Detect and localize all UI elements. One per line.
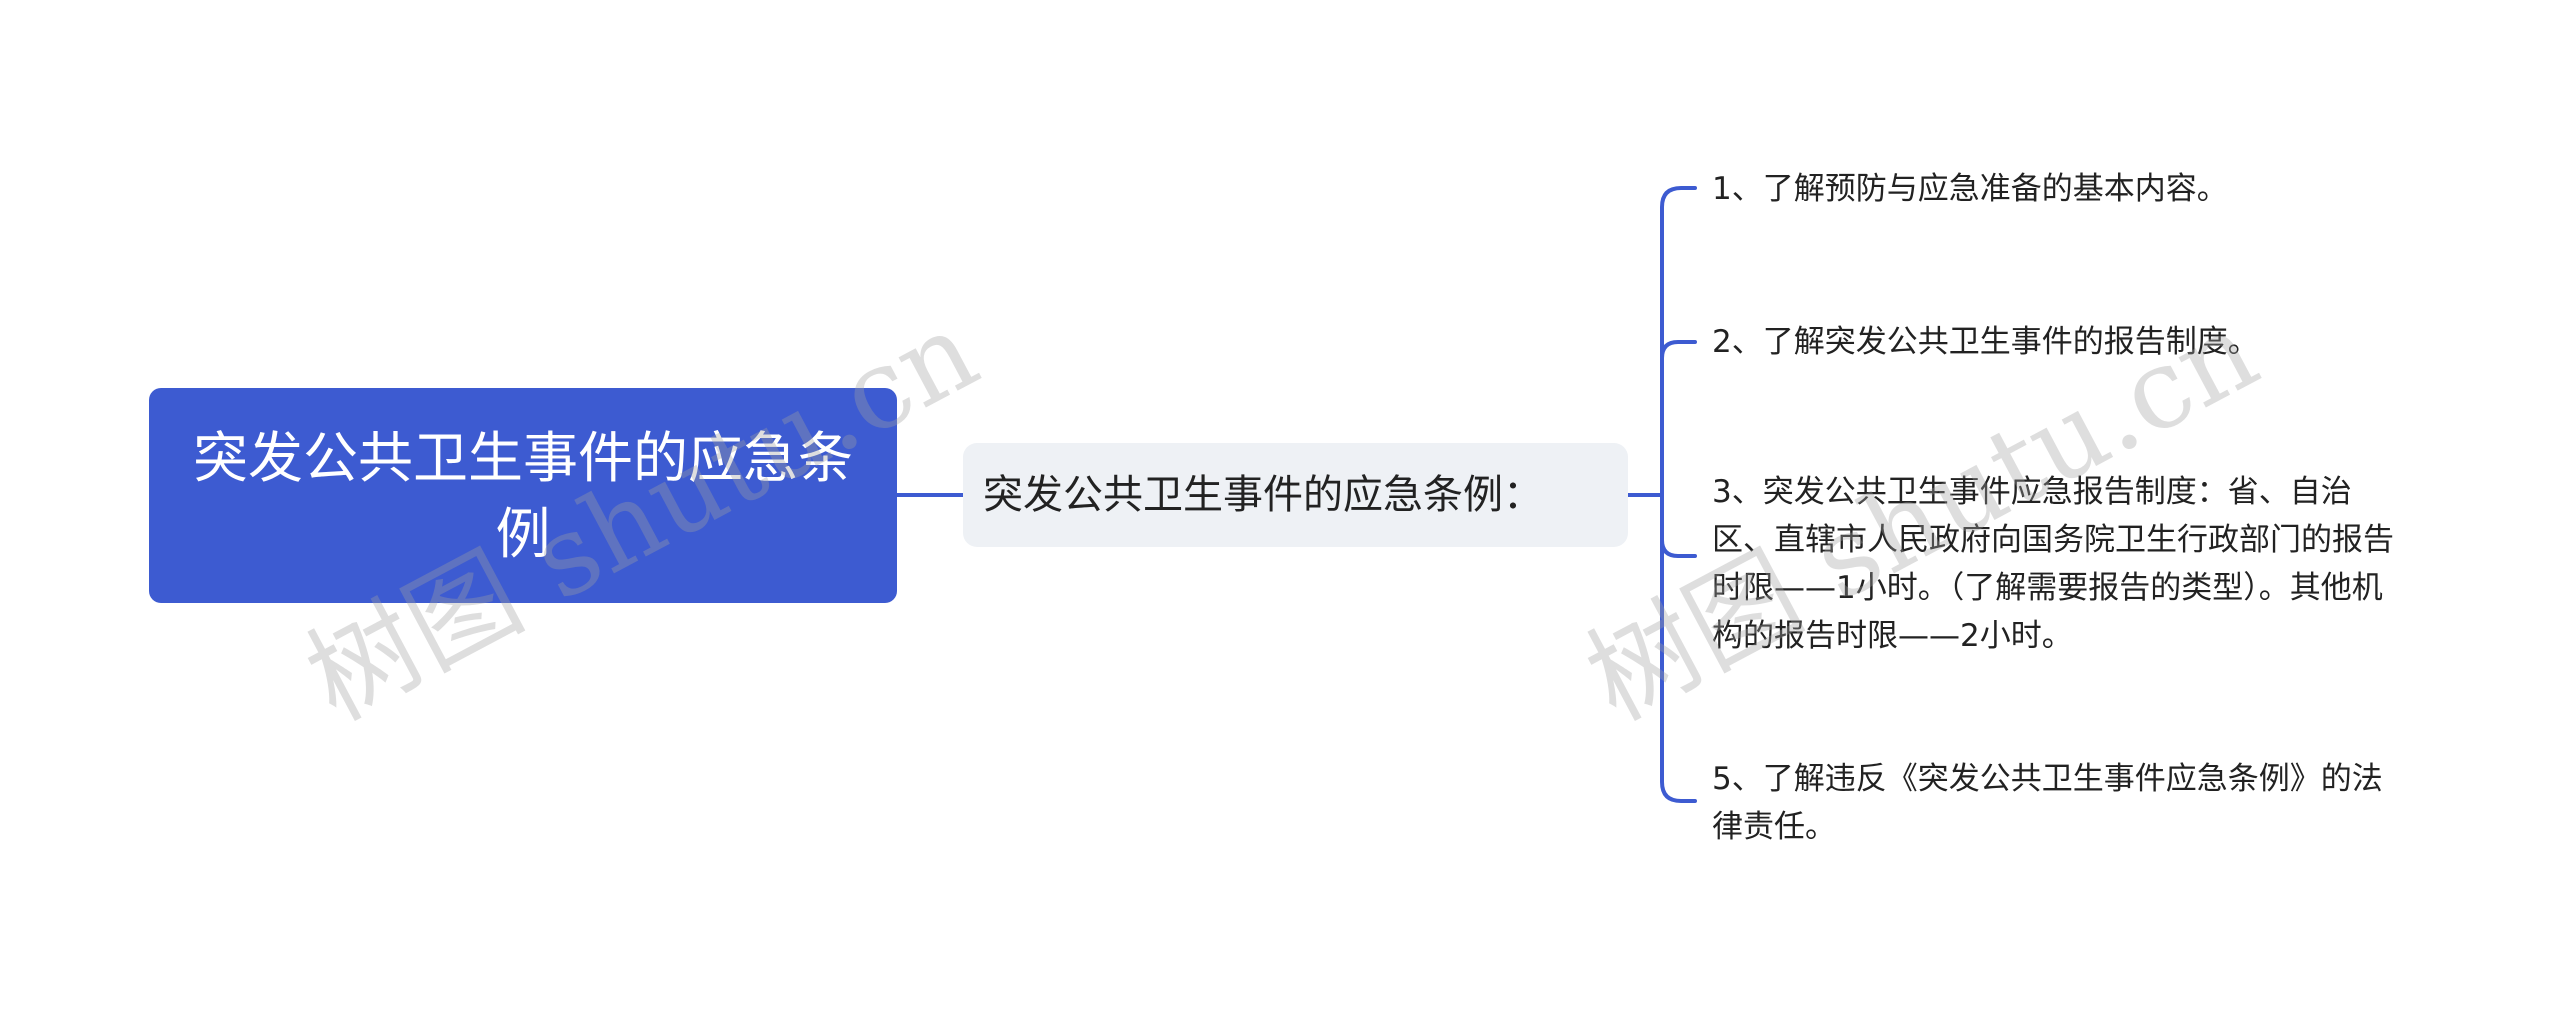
branch-to-leaf-3: [1660, 538, 1697, 558]
subtopic-node[interactable]: 突发公共卫生事件的应急条例：: [963, 443, 1628, 547]
leaf-node-1[interactable]: 1、了解预防与应急准备的基本内容。: [1712, 171, 2228, 207]
subtopic-label: 突发公共卫生事件的应急条例：: [983, 472, 1543, 518]
branch-to-leaf-2: [1660, 340, 1697, 360]
root-topic-label: 突发公共卫生事件的应急条例: [192, 425, 853, 566]
leaf-node-2[interactable]: 2、了解突发公共卫生事件的报告制度。: [1712, 324, 2259, 360]
leaf-node-3[interactable]: 3、突发公共卫生事件应急报告制度：省、自治区、直辖市人民政府向国务院卫生行政部门…: [1712, 474, 2394, 654]
root-topic-node[interactable]: 突发公共卫生事件的应急条例: [149, 388, 897, 603]
leaf-node-4[interactable]: 5、了解违反《突发公共卫生事件应急条例》的法律责任。: [1712, 761, 2383, 845]
branch-spine: [1660, 186, 1697, 803]
